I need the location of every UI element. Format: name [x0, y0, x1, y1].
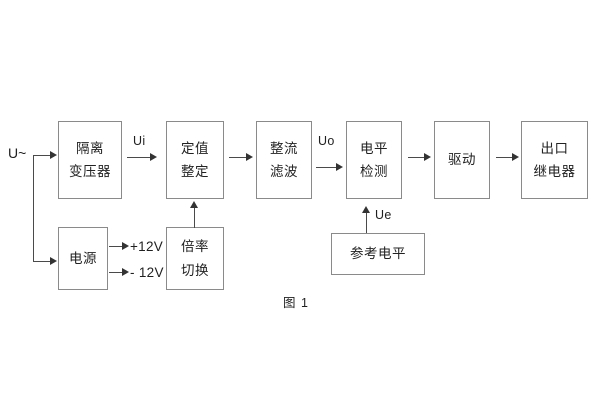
block-reference-level: 参考电平	[331, 233, 425, 275]
arrow-isolation-to-setting	[150, 153, 157, 161]
signal-label-pos-12v: +12V	[130, 239, 164, 254]
block-line-2: 整定	[181, 164, 209, 179]
block-output-relay: 出口 继电器	[521, 121, 588, 199]
block-line-2: 检测	[360, 164, 388, 179]
block-line-1: 定值	[181, 140, 209, 156]
wire-level-to-drive	[408, 157, 429, 159]
figure-caption: 图 1	[283, 296, 309, 310]
input-label-u-ac: U~	[8, 145, 27, 161]
block-line-1: 驱动	[448, 152, 476, 168]
wire-input-to-isolation	[33, 155, 52, 157]
block-line-2: 继电器	[533, 164, 576, 179]
block-level-detection: 电平 检测	[346, 121, 402, 199]
wire-power-pos12v	[109, 246, 126, 248]
wire-setting-to-rectify	[229, 157, 251, 159]
block-line-1: 电源	[69, 250, 97, 266]
wire-rectify-to-level	[316, 167, 340, 169]
block-line-1: 倍率	[181, 239, 209, 255]
block-rectify-filter: 整流 滤波	[256, 121, 312, 199]
arrow-power-neg12v	[122, 268, 129, 276]
block-drive: 驱动	[434, 121, 490, 199]
block-isolation-transformer: 隔离 变压器	[58, 121, 122, 199]
arrow-multiplier-to-setting	[190, 201, 198, 208]
wire-reference-to-level	[366, 212, 368, 233]
signal-label-uo: Uo	[318, 134, 335, 148]
wire-input-to-power-supply	[33, 261, 52, 263]
arrow-input-to-power-supply	[50, 257, 57, 265]
arrow-setting-to-rectify	[246, 153, 253, 161]
block-line-2: 滤波	[270, 164, 298, 179]
wire-power-neg12v	[109, 272, 126, 274]
wire-multiplier-to-setting	[194, 207, 196, 228]
block-line-2: 切换	[181, 262, 209, 278]
signal-label-neg-12v: - 12V	[130, 265, 164, 280]
block-line-1: 整流	[270, 140, 298, 156]
block-power-supply: 电源	[58, 227, 108, 290]
block-multiplier-switch: 倍率 切换	[166, 227, 224, 290]
block-line-1: 出口	[540, 140, 569, 156]
arrow-level-to-drive	[424, 153, 431, 161]
block-line-1: 参考电平	[350, 246, 406, 262]
block-line-1: 电平	[360, 140, 388, 156]
block-line-1: 隔离	[76, 140, 104, 156]
arrow-rectify-to-level	[336, 163, 343, 171]
wire-drive-to-output-relay	[496, 157, 517, 159]
signal-label-ui: Ui	[133, 134, 146, 148]
arrow-drive-to-output-relay	[512, 153, 519, 161]
signal-label-ue: Ue	[375, 208, 392, 222]
arrow-power-pos12v	[122, 242, 129, 250]
block-setting-value: 定值 整定	[166, 121, 224, 199]
block-line-2: 变压器	[69, 164, 111, 179]
arrow-reference-to-level	[362, 206, 370, 213]
wire-isolation-to-setting	[127, 157, 152, 159]
input-split-bus	[33, 155, 35, 262]
arrow-input-to-isolation	[50, 151, 57, 159]
